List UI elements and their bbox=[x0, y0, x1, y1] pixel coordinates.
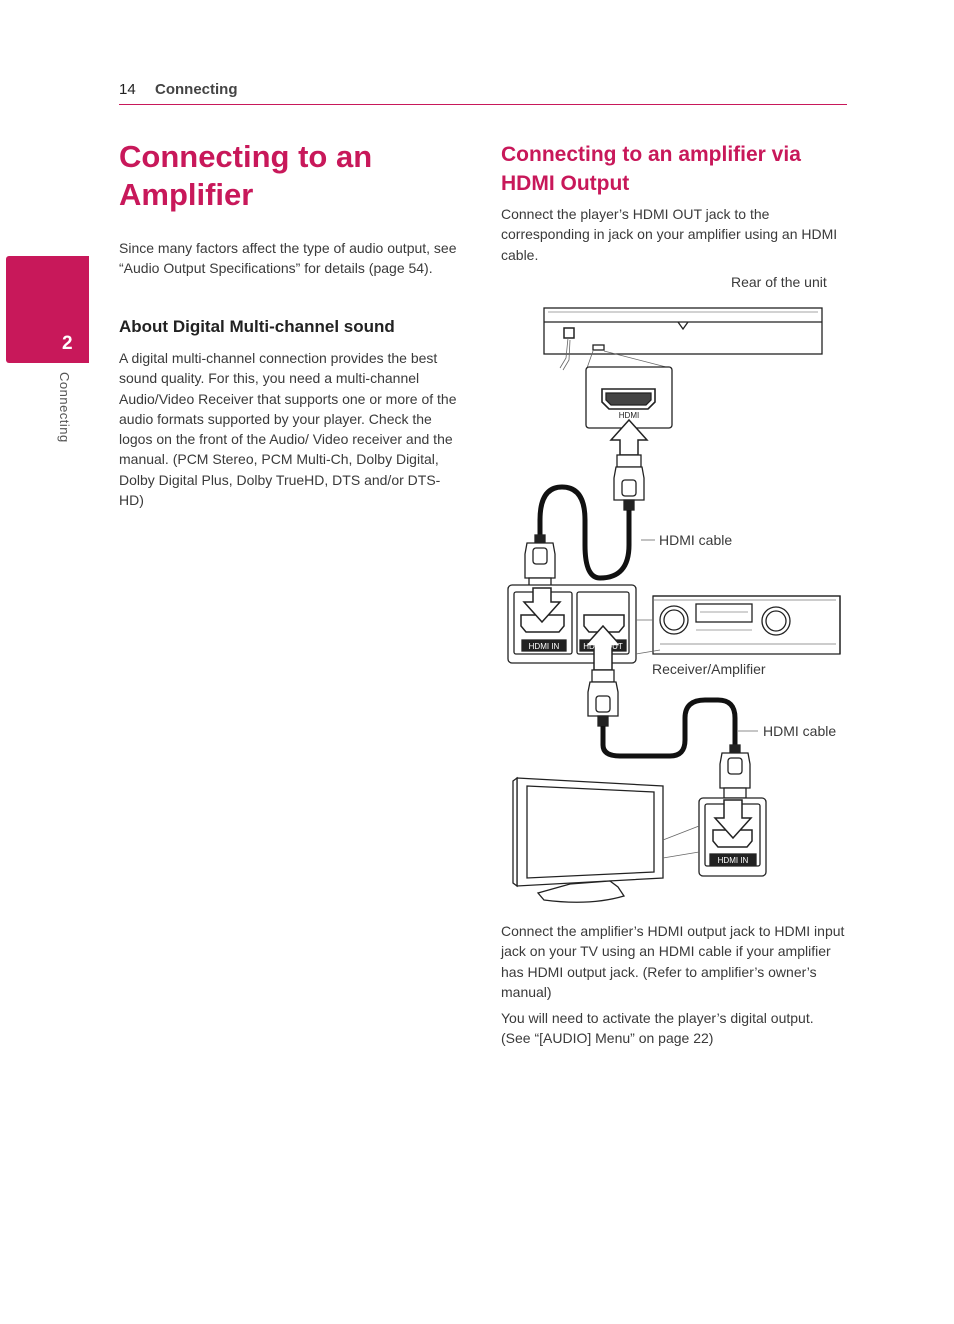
player-hdmi-port bbox=[585, 366, 673, 429]
hdmi-plug-1-top bbox=[613, 454, 645, 511]
hdmi-plug-2-bottom bbox=[719, 744, 751, 799]
tv-in-label: HDMI IN bbox=[718, 856, 749, 865]
hdmi-cable-label-2: HDMI cable bbox=[763, 723, 837, 739]
header-rule bbox=[119, 104, 847, 105]
page-title: Connecting to an Amplifier bbox=[119, 139, 373, 212]
receiver-port-panel bbox=[507, 584, 637, 664]
player-unit bbox=[543, 307, 823, 371]
receiver-out-label: HDMI OUT bbox=[583, 642, 623, 651]
player-port-label: HDMI bbox=[619, 411, 639, 420]
chapter-number: 2 bbox=[62, 333, 73, 354]
chapter-tab bbox=[6, 256, 89, 363]
activate-output-paragraph: You will need to activate the player’s d… bbox=[501, 1010, 814, 1047]
hdmi-plug-2-top bbox=[587, 669, 619, 727]
section-title-hdmi: Connecting to an amplifier via HDMI Outp… bbox=[501, 143, 801, 195]
rear-of-unit-label: Rear of the unit bbox=[731, 274, 827, 290]
amplifier-to-tv-paragraph: Connect the amplifier’s HDMI output jack… bbox=[501, 923, 845, 1000]
multichannel-paragraph: A digital multi-channel connection provi… bbox=[119, 350, 457, 509]
intro-paragraph: Since many factors affect the type of au… bbox=[119, 240, 457, 277]
receiver-unit bbox=[635, 595, 841, 655]
subheading-multichannel: About Digital Multi-channel sound bbox=[119, 317, 395, 336]
hdmi-intro-paragraph: Connect the player’s HDMI OUT jack to th… bbox=[501, 206, 838, 263]
page-number: 14 bbox=[119, 81, 136, 98]
running-header: Connecting bbox=[155, 81, 238, 98]
chapter-label: Connecting bbox=[57, 372, 72, 443]
receiver-label: Receiver/Amplifier bbox=[652, 661, 766, 677]
receiver-in-label: HDMI IN bbox=[529, 642, 560, 651]
hdmi-cable-label-1: HDMI cable bbox=[659, 532, 733, 548]
tv-unit bbox=[512, 776, 700, 903]
hdmi-plug-1-bottom bbox=[524, 534, 556, 589]
